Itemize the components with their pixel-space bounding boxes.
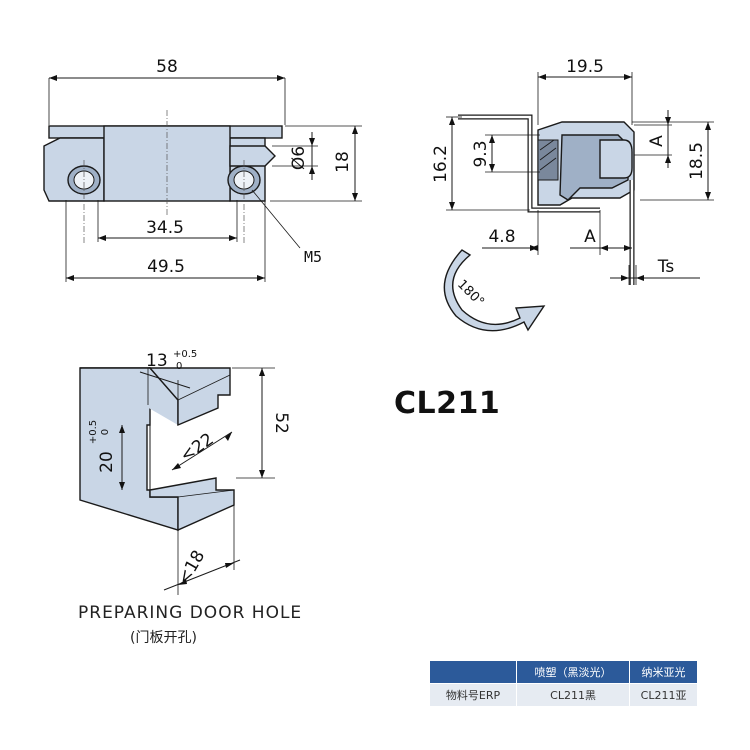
dim-bottom: <18 <box>174 547 209 588</box>
dim-offset: 4.8 <box>488 227 515 247</box>
dim-top-width: 19.5 <box>566 57 604 77</box>
spec-header-powder: 喷塑（黑淡光） <box>515 660 631 684</box>
latch-pin <box>229 145 276 167</box>
dim-height-right: 18.5 <box>687 142 707 180</box>
dim-slot-height: 20 <box>97 451 117 473</box>
front-view: 58 34.5 49.5 M <box>43 57 362 282</box>
door-hole-caption: PREPARING DOOR HOLE <box>78 603 303 623</box>
dim-total-width: 58 <box>156 57 178 77</box>
rotation-arrow-icon <box>443 249 546 332</box>
spec-table: 喷塑（黑淡光） 纳米亚光 物料号ERP CL211黑 CL211亚 <box>429 660 698 707</box>
spec-row-label: 物料号ERP <box>429 683 517 707</box>
dim-total-height: 52 <box>271 412 291 434</box>
dim-slot-height-tol-lower: 0 <box>100 429 111 435</box>
dim-height: 18 <box>333 151 353 173</box>
dim-hole-spacing: 34.5 <box>146 218 184 238</box>
dim-inner: 9.3 <box>471 140 491 167</box>
door-hole-view: 13 +0.5 0 20 +0.5 0 <22 52 <18 <box>79 349 291 595</box>
door-hole-caption-cn: (门板开孔) <box>130 630 197 646</box>
side-view: 19.5 16.2 9.3 <box>431 57 714 332</box>
side-bolt <box>599 139 633 179</box>
model-code: CL211 <box>394 386 501 421</box>
dim-a-bottom: A <box>584 227 596 247</box>
side-knob <box>537 139 559 181</box>
spec-table-row: 物料号ERP CL211黑 CL211亚 <box>429 683 698 707</box>
dim-height-left: 16.2 <box>431 145 451 183</box>
spec-value-nano: CL211亚 <box>629 683 698 707</box>
dim-base-width: 49.5 <box>147 257 185 277</box>
dim-slot-height-tol-upper: +0.5 <box>88 420 99 444</box>
dim-slot-width-tol-upper: +0.5 <box>173 349 197 360</box>
dim-slot-width: 13 <box>146 351 168 371</box>
dim-depth: <22 <box>177 429 218 466</box>
spec-table-header: 喷塑（黑淡光） 纳米亚光 <box>429 660 698 684</box>
spec-table-corner <box>429 660 517 684</box>
spec-header-nano: 纳米亚光 <box>629 660 698 684</box>
dim-slot-width-tol-lower: 0 <box>176 361 182 372</box>
screw-label: M5 <box>304 248 322 266</box>
dim-thickness: Ts <box>657 257 675 277</box>
spec-value-powder: CL211黑 <box>515 683 631 707</box>
dim-diameter: Ø6 <box>289 146 309 170</box>
dim-a-right: A <box>647 135 667 147</box>
upper-flange <box>148 367 231 427</box>
